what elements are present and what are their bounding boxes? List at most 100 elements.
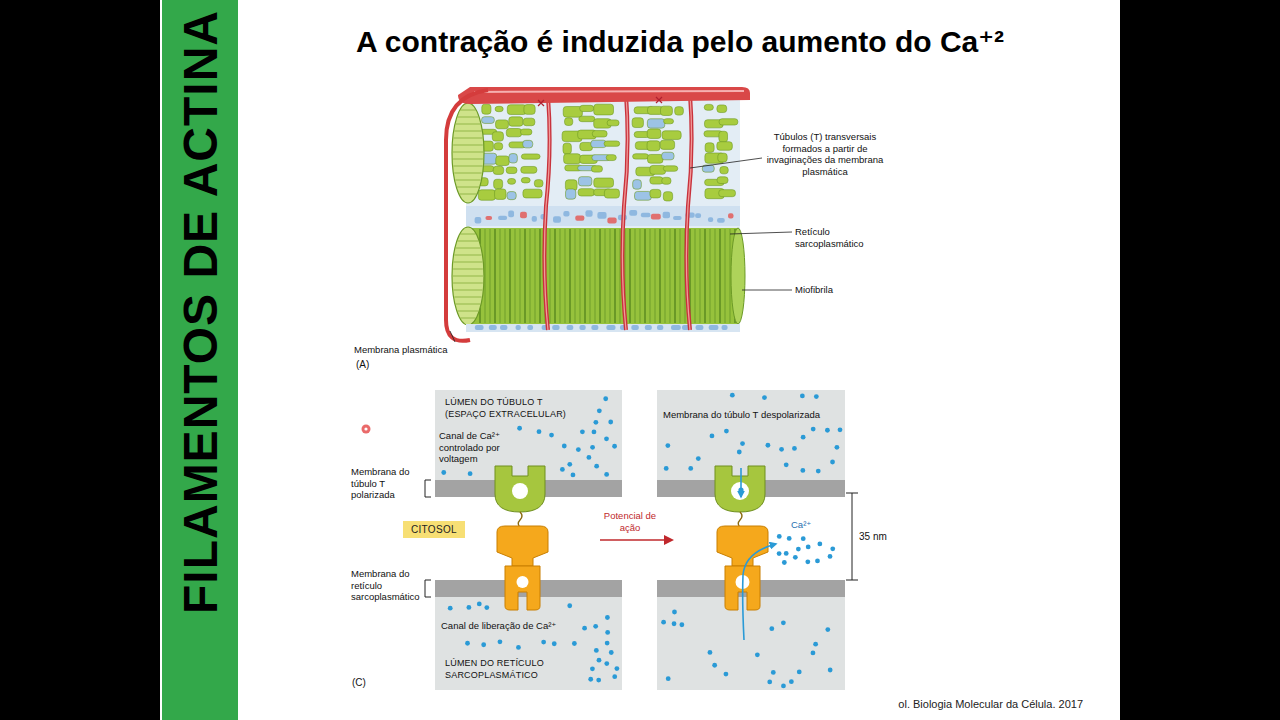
membrane-panel [435,390,845,690]
sarcoplasmic-reticulum [663,192,672,201]
myofibril-face [453,152,483,153]
myofibril-face [455,180,480,181]
calcium-ion [441,470,446,475]
part-label: Membrana do túbulo T polarizada [351,466,421,501]
myofibril-face [459,194,476,195]
sarcoplasmic-reticulum [604,189,619,198]
sarcoplasmic-reticulum [647,141,660,151]
sarcoplasmic-reticulum [482,104,491,114]
voltage-gated-channel [512,483,528,499]
calcium-ion [797,670,802,675]
sarcoplasmic-reticulum [508,179,516,185]
myofibril-striation [680,229,681,323]
calcium-ion [796,547,801,552]
calcium-ion [466,605,471,610]
calcium-ion [552,641,557,646]
sarcoplasmic-reticulum [485,216,492,220]
sarcoplasmic-reticulum [579,116,595,121]
sarcoplasmic-reticulum [520,212,527,219]
sarcoplasmic-reticulum [629,210,637,216]
myofibril-striation [575,229,576,323]
myofibril-face [456,304,481,305]
myofibril-striation [710,229,711,323]
myofibril-striation [580,229,581,323]
calcium-ion [835,445,840,450]
myofibril-face [460,318,475,319]
calcium-ion [801,536,806,541]
myofibril-striation [535,229,536,323]
sarcoplasmic-reticulum [673,216,682,220]
calcium-ion [828,668,833,673]
myofibril-striation [505,229,506,323]
release-channel [497,526,768,610]
panel-letter: (A) [356,359,369,371]
myofibril-striation [500,229,501,323]
calcium-ion [777,534,782,539]
sarcoplasmic-reticulum [496,120,509,129]
sarcoplasmic-reticulum [494,143,503,150]
sarcoplasmic-reticulum [563,143,571,154]
calcium-ion [580,429,585,434]
muscle-fiber [466,206,740,226]
ion-flow-arrow [743,544,776,640]
calcium-ion [604,661,609,666]
calcium-ion [800,468,805,473]
sarcoplasmic-reticulum [604,141,620,146]
calcium-ion [672,610,677,615]
myofibril-striation [530,229,531,323]
myofibril-face [454,255,481,256]
myofibril-striation [640,229,641,323]
membrane-panel [657,597,845,690]
sarcoplasmic-reticulum [507,105,526,115]
sarcoplasmic-reticulum [591,166,602,172]
t-tubule [544,96,549,330]
t-tubule [686,94,691,330]
calcium-ion [811,651,816,656]
part-label: Canal de liberação de Ca²⁺ [441,620,556,632]
slide-title: A contração é induzida pelo aumento do C… [240,24,1120,59]
ion-flow-arrow [740,468,742,497]
sarcoplasmic-reticulum [633,154,649,159]
myofibril-face [454,173,481,174]
sarcoplasmic-reticulum [597,212,606,219]
myofibril-face [456,248,481,249]
myofibril-striation [659,229,661,323]
sarcoplasmic-reticulum [507,192,516,200]
sarcoplasmic-reticulum [671,325,681,330]
muscle-fiber [466,96,740,332]
calcium-ion [784,551,789,556]
calcium-ion [710,434,715,439]
calcium-ion [767,680,772,685]
plasma-membrane [446,87,750,341]
calcium-ion [712,663,717,668]
calcium-ion [612,674,617,679]
calcium-ion [441,393,842,689]
sarcoplasmic-reticulum [657,325,663,330]
sarcoplasmic-reticulum [580,105,594,111]
myofibril-face [453,145,483,146]
myofibril-striation [480,229,735,323]
calcium-ion [537,429,542,434]
sarcoplasmic-reticulum [478,104,738,201]
calcium-ion [814,394,819,399]
release-channel [717,526,768,566]
myofibril-face [454,262,483,263]
calcium-ion [608,420,613,425]
sarcoplasmic-reticulum [563,211,569,216]
sarcoplasmic-reticulum [496,156,509,166]
voltage-gated-channel [731,482,749,500]
myofibril-striation [719,229,721,323]
sarcoplasmic-reticulum [594,104,614,115]
sarcoplasmic-reticulum [695,213,701,218]
region-label: LÚMEN DO RETÍCULO SARCOPLASMÁTICO [445,658,585,681]
calcium-ion [784,462,789,467]
sarcoplasmic-reticulum [633,180,642,189]
membrane-bracket [425,480,431,497]
myofibril-face [457,187,479,188]
calcium-ion [792,446,797,451]
plasma-membrane [538,97,662,106]
myofibril-striation [650,229,651,323]
calcium-ion [605,615,610,620]
sarcoplasmic-reticulum [506,129,521,137]
t-tubule [544,96,549,330]
